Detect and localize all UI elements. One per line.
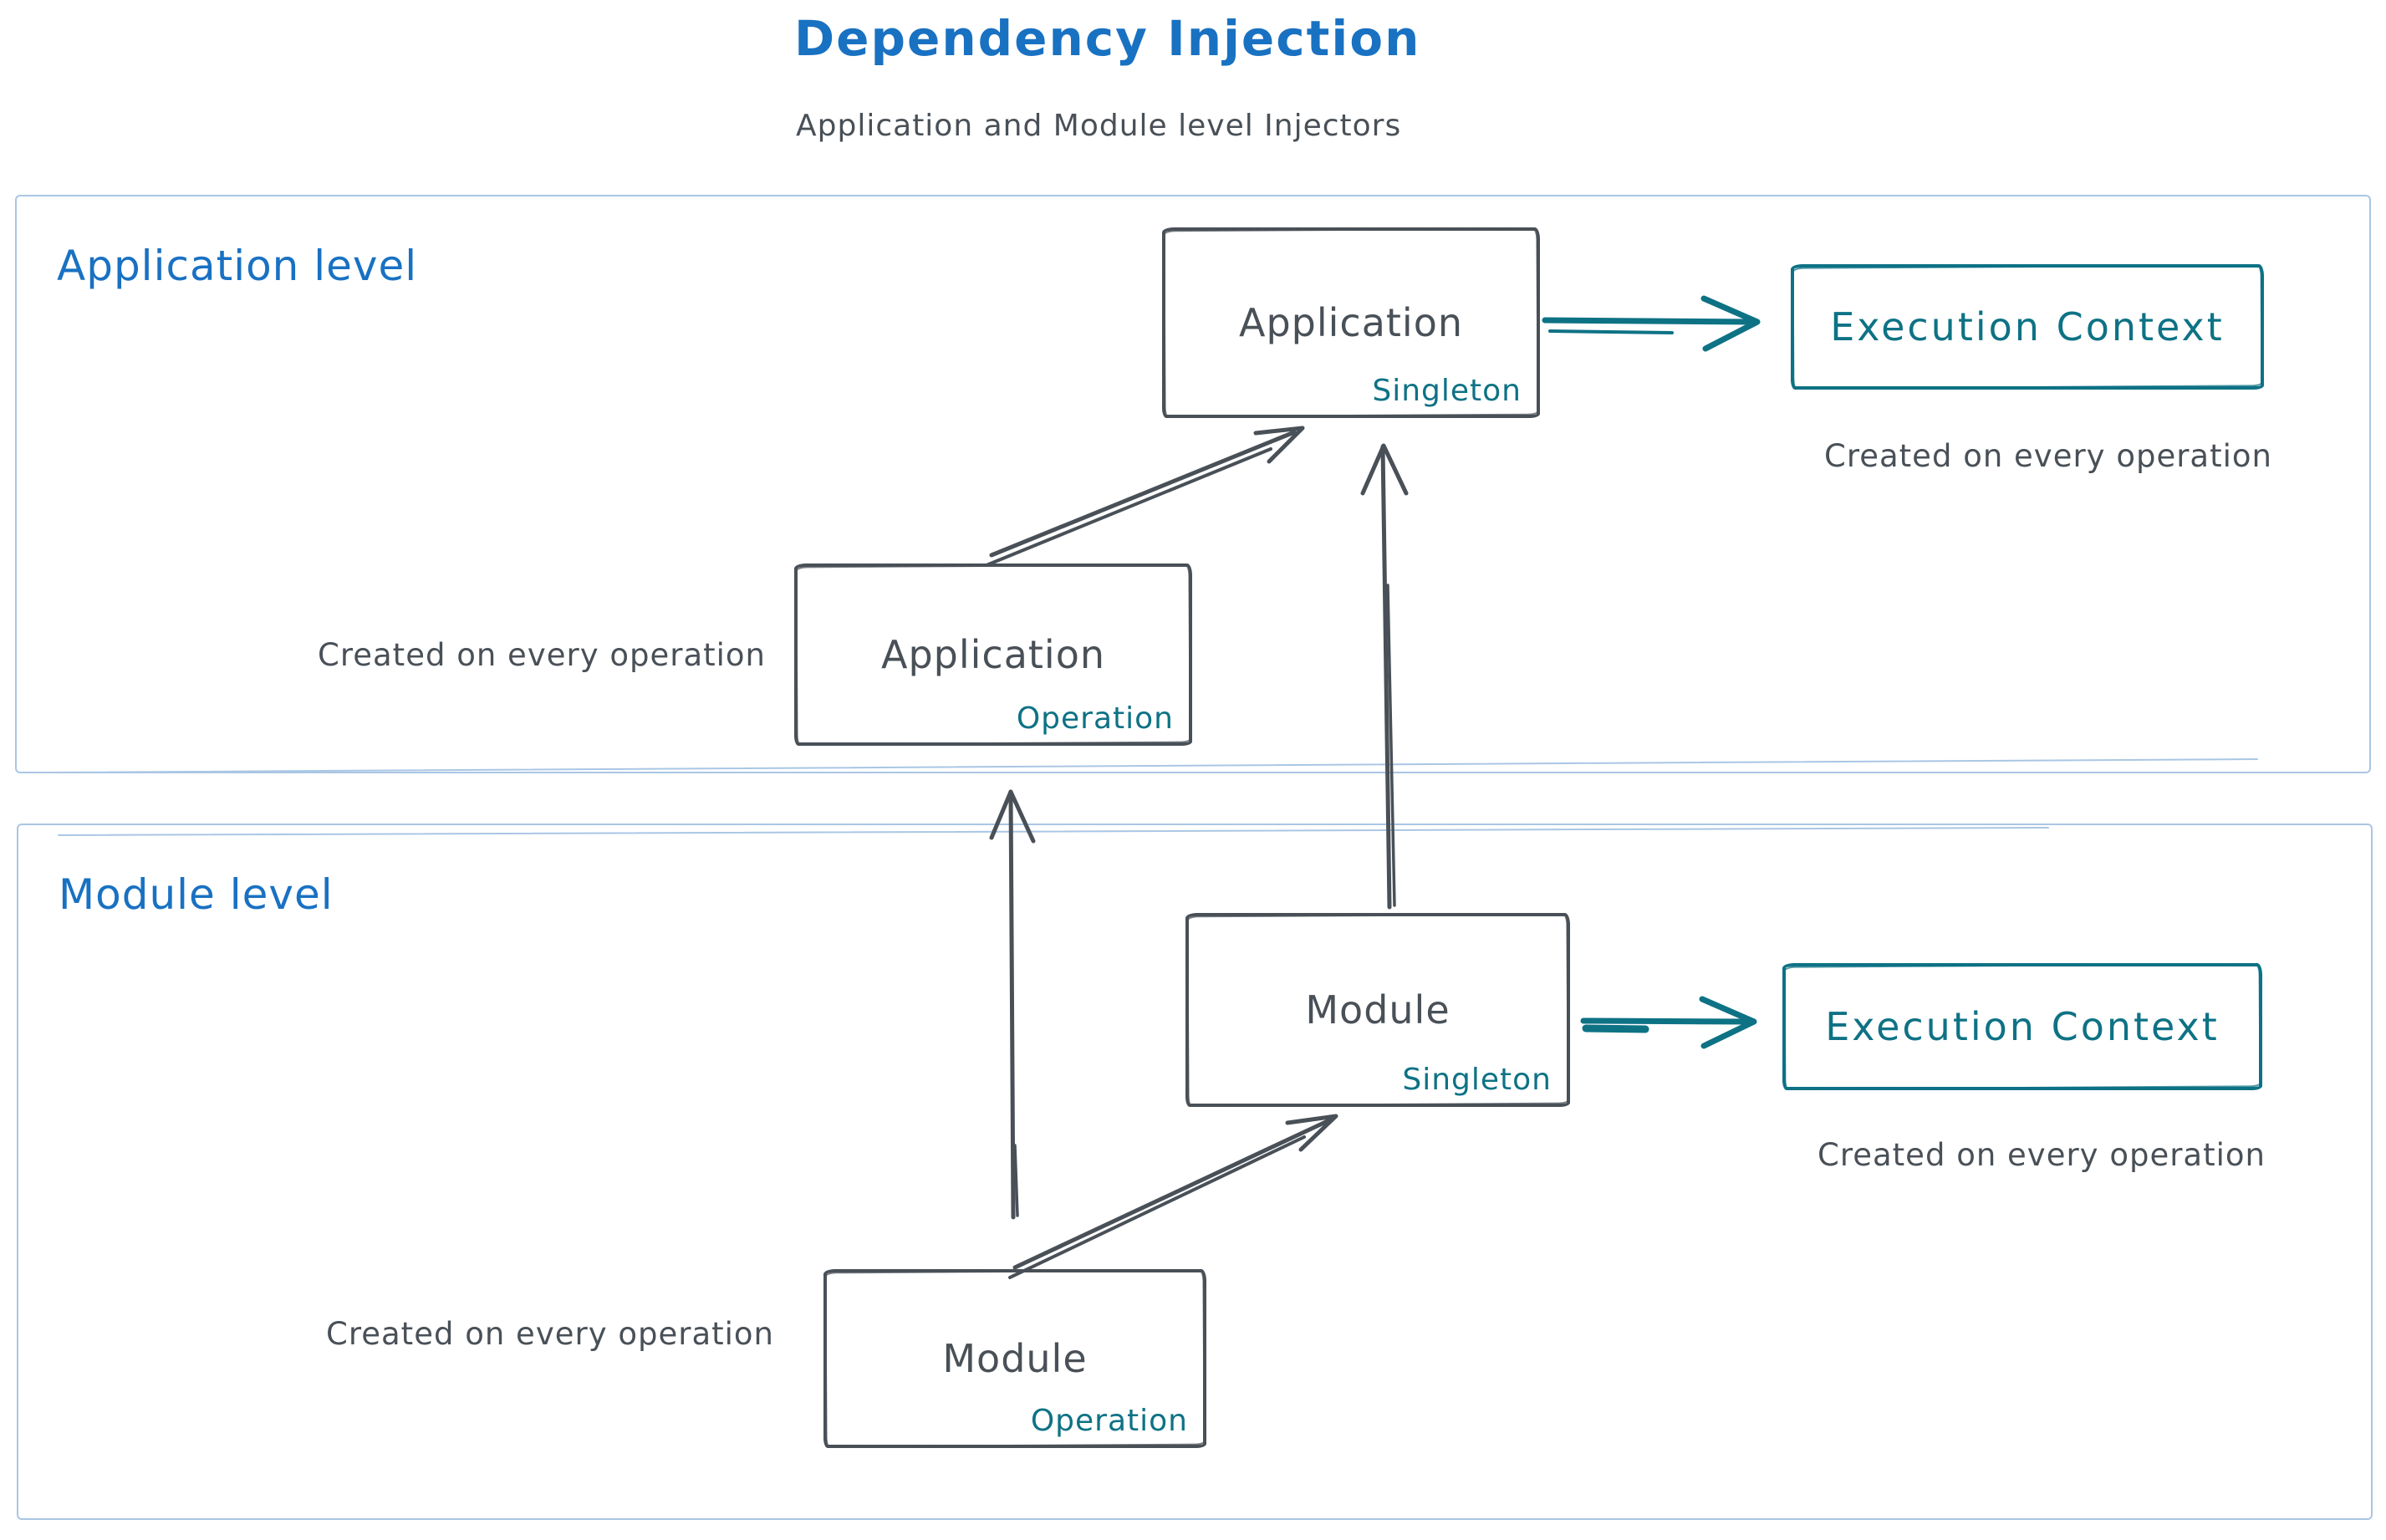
diagram-subtitle: Application and Module level Injectors: [796, 109, 1402, 143]
application-singleton-scope-tag: Singleton: [1372, 374, 1522, 408]
module-singleton-title: Module: [1305, 987, 1450, 1033]
module-operation-box: Module Operation: [823, 1269, 1206, 1448]
module-execution-context-title: Execution Context: [1825, 1004, 2220, 1049]
module-execution-context-caption: Created on every operation: [1818, 1137, 2266, 1173]
application-operation-scope-tag: Operation: [1016, 701, 1174, 736]
module-operation-title: Module: [942, 1336, 1088, 1381]
application-singleton-title: Application: [1238, 300, 1464, 345]
application-operation-box: Application Operation: [794, 563, 1192, 746]
application-level-label: Application level: [57, 242, 418, 290]
application-execution-context-title: Execution Context: [1830, 304, 2225, 349]
application-singleton-box: Application Singleton: [1162, 227, 1540, 418]
module-level-section: Module level: [17, 824, 2373, 1520]
module-execution-context-box: Execution Context: [1782, 963, 2262, 1090]
diagram-title: Dependency Injection: [794, 10, 1421, 67]
module-singleton-box: Module Singleton: [1185, 913, 1570, 1107]
module-operation-scope-tag: Operation: [1030, 1404, 1188, 1438]
module-level-label: Module level: [59, 870, 334, 919]
application-operation-caption: Created on every operation: [318, 637, 766, 673]
application-execution-context-box: Execution Context: [1791, 264, 2264, 390]
application-operation-title: Application: [880, 632, 1106, 677]
module-singleton-scope-tag: Singleton: [1402, 1063, 1552, 1097]
module-operation-caption: Created on every operation: [326, 1316, 774, 1352]
application-execution-context-caption: Created on every operation: [1824, 438, 2272, 474]
